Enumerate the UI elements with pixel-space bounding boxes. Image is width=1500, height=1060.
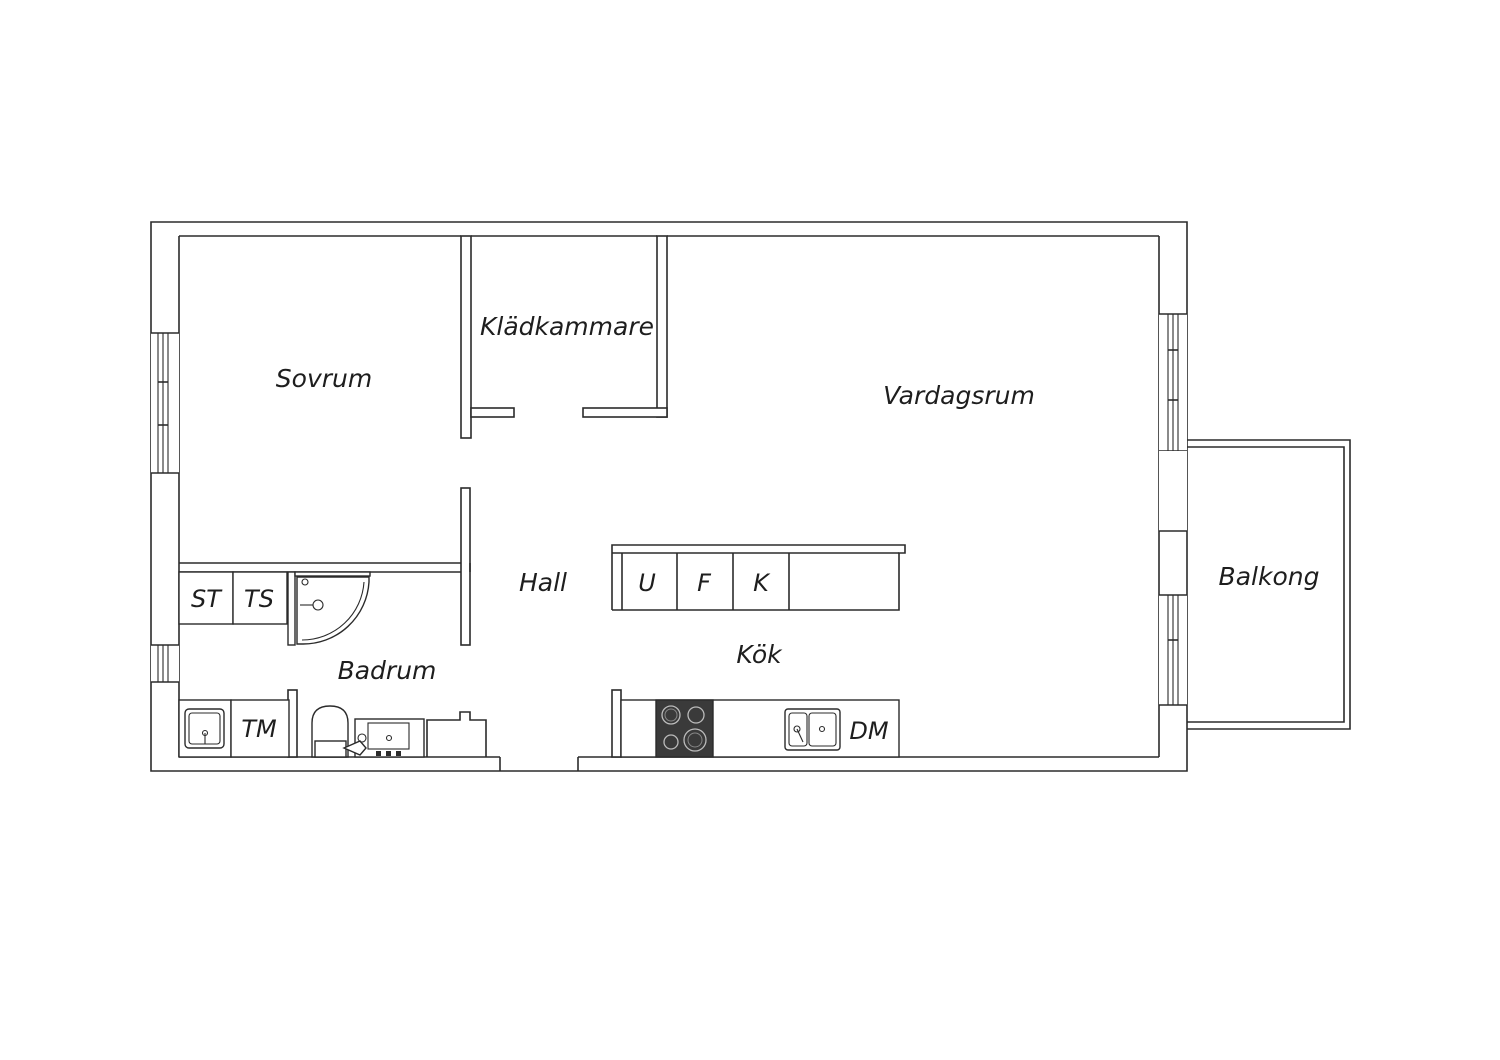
appliance-labels: ST TS TM U F K DM xyxy=(191,569,889,745)
room-labels: Sovrum Klädkammare Vardagsrum Hall Badru… xyxy=(276,312,1320,685)
window-kok xyxy=(1159,594,1187,706)
room-label-sovrum: Sovrum xyxy=(276,364,372,393)
kitchen-sink-icon xyxy=(784,708,841,751)
window-badrum xyxy=(151,644,179,683)
appliance-label-tm: TM xyxy=(241,715,277,743)
appliance-label-dm: DM xyxy=(849,717,888,745)
room-label-badrum: Badrum xyxy=(338,656,437,685)
toilet-icon xyxy=(311,705,349,758)
shaft xyxy=(426,711,487,757)
stove-icon xyxy=(655,699,714,758)
window-sovrum xyxy=(151,332,179,474)
appliance-label-f: F xyxy=(697,569,712,597)
appliance-label-ts: TS xyxy=(244,585,274,613)
dryer-tm xyxy=(230,699,290,758)
bathroom-fixtures xyxy=(178,571,487,758)
room-label-vardagsrum: Vardagsrum xyxy=(883,381,1035,410)
balcony-door-opening xyxy=(1159,451,1187,532)
appliance-label-k: K xyxy=(753,569,771,597)
shower-icon xyxy=(287,571,371,646)
room-label-balkong: Balkong xyxy=(1219,562,1320,591)
outer-walls xyxy=(150,221,1188,772)
window-vardagsrum xyxy=(1159,313,1187,452)
room-label-kladkammare: Klädkammare xyxy=(480,312,654,341)
balcony xyxy=(1187,439,1351,730)
sink-icon xyxy=(342,718,425,758)
kitchen-fixtures xyxy=(611,544,906,758)
room-label-kok: Kök xyxy=(736,640,783,669)
cabinet-ts xyxy=(232,571,288,625)
appliance-label-st: ST xyxy=(191,585,223,613)
appliance-label-u: U xyxy=(638,569,656,597)
windows xyxy=(151,313,1187,706)
room-label-hall: Hall xyxy=(519,568,567,597)
